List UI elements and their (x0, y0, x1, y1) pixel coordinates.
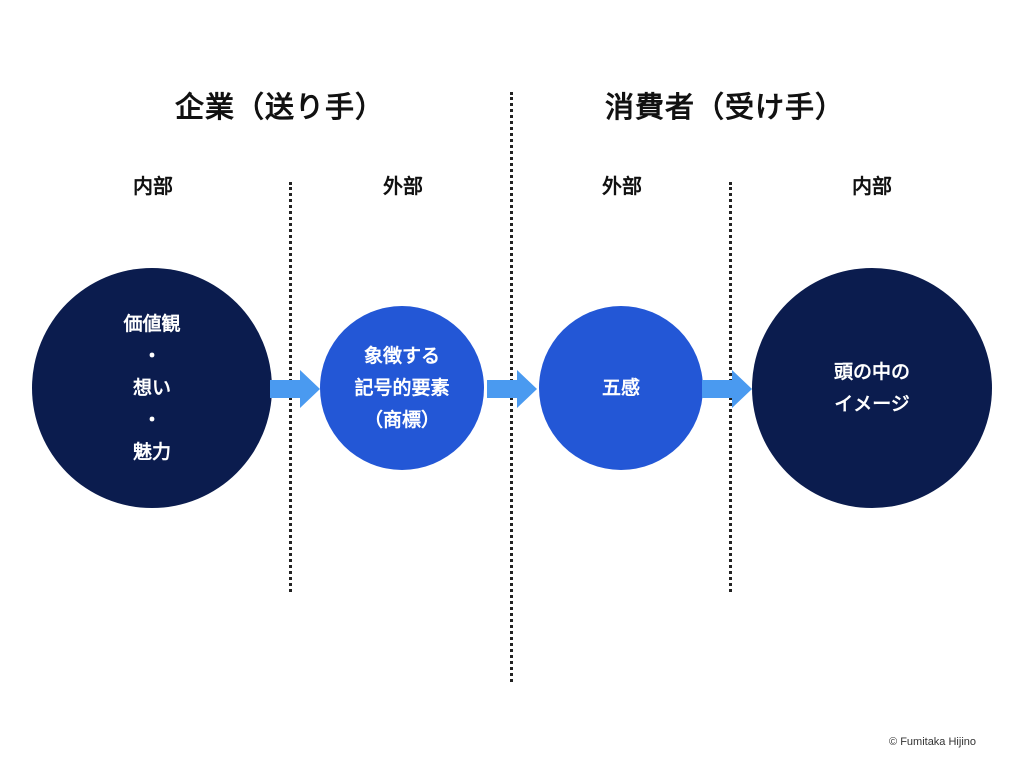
copyright-notice: © Fumitaka Hijino (889, 736, 976, 748)
values-line: 価値観 (123, 313, 181, 335)
values-separator-dot: ・ (142, 345, 162, 367)
consumer-external-label: 外部 (602, 174, 642, 198)
arrow-right-icon (487, 370, 539, 408)
five-senses-circle: 五感 (539, 306, 703, 470)
arrow-right-icon (270, 370, 322, 408)
senses-line: 五感 (601, 377, 640, 399)
arrow-right-icon (702, 370, 754, 408)
company-external-label: 外部 (383, 174, 423, 198)
consumer-internal-label: 内部 (852, 174, 892, 198)
symbol-line: （商標） (363, 409, 440, 431)
consumer-receiver-heading: 消費者（受け手） (604, 90, 845, 124)
values-line: 魅力 (132, 441, 171, 463)
symbol-line: 記号的要素 (354, 377, 450, 399)
image-line: 頭の中の (833, 361, 910, 383)
symbol-line: 象徴する (363, 345, 440, 367)
mental-image-circle: 頭の中の イメージ (752, 268, 992, 508)
values-circle: 価値観 ・ 想い ・ 魅力 (32, 268, 272, 508)
company-internal-label: 内部 (133, 174, 173, 198)
company-sender-heading: 企業（送り手） (174, 90, 385, 124)
values-line: 想い (132, 377, 171, 399)
image-line: イメージ (834, 393, 910, 415)
symbol-circle: 象徴する 記号的要素 （商標） (320, 306, 484, 470)
values-separator-dot: ・ (142, 409, 162, 431)
